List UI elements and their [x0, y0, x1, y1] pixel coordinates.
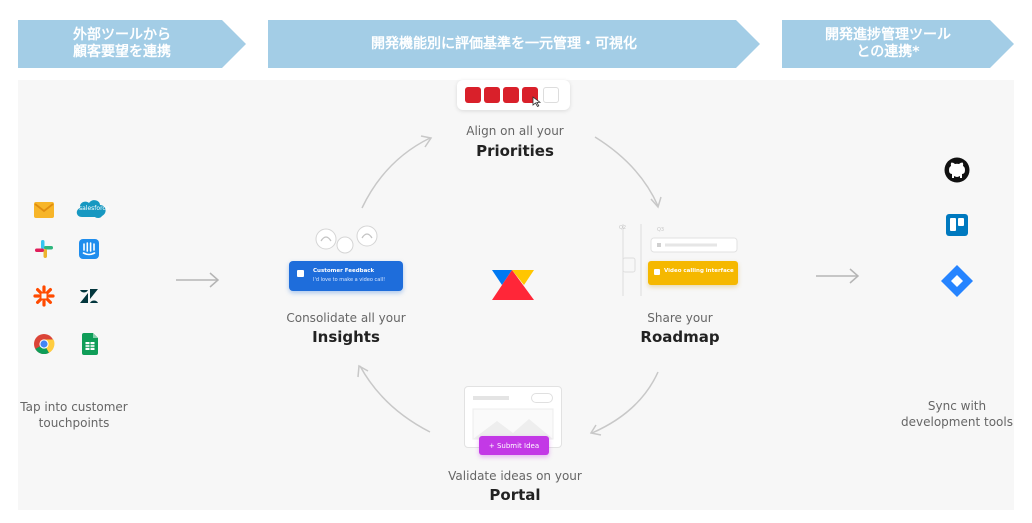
intercom-icon	[78, 238, 100, 260]
insights-title: Insights	[312, 328, 380, 346]
banner-mid-text: 開発機能別に評価基準を一元管理・可視化	[371, 35, 637, 52]
github-icon	[944, 157, 970, 183]
banner-central-management: 開発機能別に評価基準を一元管理・可視化	[268, 20, 760, 68]
arrow-priorities-to-roadmap	[594, 136, 659, 207]
roadmap-feature-card: Video calling interface	[648, 261, 738, 285]
priority-star-1	[465, 87, 481, 103]
banner-dev-tools: 開発進捗管理ツール との連携*	[782, 20, 1014, 68]
priorities-caption: Align on all your	[466, 124, 564, 138]
portal-image-placeholder-icon	[472, 408, 554, 440]
salesforce-icon: salesforce	[74, 197, 110, 221]
priority-star-2	[484, 87, 500, 103]
priority-star-5	[543, 87, 559, 103]
roadmap-caption: Share your	[647, 311, 713, 325]
sync-caption: Sync with development tools	[895, 398, 1019, 430]
priority-rating-widget	[457, 80, 570, 110]
sources-caption-line1: Tap into customer	[20, 400, 128, 414]
feedback-card-title: Customer Feedback	[313, 268, 375, 274]
cursor-icon	[532, 96, 542, 108]
customer-feedback-card: Customer Feedback I'd love to make a vid…	[289, 261, 403, 291]
arrow-insights-to-priorities	[361, 137, 431, 209]
sources-caption: Tap into customer touchpoints	[14, 399, 134, 431]
portal-caption: Validate ideas on your	[448, 469, 582, 483]
zapier-icon	[33, 285, 55, 307]
sync-caption-line1: Sync with	[927, 399, 987, 413]
priority-star-3	[503, 87, 519, 103]
svg-text:Q2: Q2	[619, 225, 626, 231]
insight-bubbles-icon	[315, 225, 378, 254]
google-sheets-icon	[79, 333, 101, 355]
arrow-to-dev-tools	[816, 268, 860, 284]
banner-right-line1: 開発進捗管理ツール	[825, 27, 951, 43]
banner-left-line2: 顧客要望を連携	[73, 44, 171, 60]
banner-right-line2: との連携*	[856, 44, 920, 60]
arrow-portal-to-insights	[359, 365, 431, 433]
roadmap-title: Roadmap	[640, 328, 720, 346]
banner-left-line1: 外部ツールから	[73, 27, 171, 43]
svg-text:Q3: Q3	[657, 227, 664, 233]
roadmap-board-graphic: Q2 Q3	[619, 224, 738, 296]
submit-idea-button[interactable]: + Submit Idea	[479, 436, 549, 455]
portal-title: Portal	[489, 486, 541, 504]
roadmap-card-label: Video calling interface	[664, 268, 734, 274]
chrome-icon	[33, 333, 55, 355]
jira-icon	[941, 265, 973, 297]
slack-icon	[33, 238, 55, 260]
priorities-title: Priorities	[476, 142, 554, 160]
roadmap-card-icon	[654, 269, 660, 275]
feedback-card-subtitle: I'd love to make a video call!	[313, 277, 386, 283]
feedback-doc-icon	[297, 270, 304, 277]
arrow-roadmap-to-portal	[591, 371, 659, 434]
salesforce-text: salesforce	[79, 205, 110, 212]
banner-external-tools: 外部ツールから 顧客要望を連携	[18, 20, 246, 68]
productboard-logo-icon	[492, 270, 534, 300]
sync-caption-line2: development tools	[901, 415, 1013, 429]
insights-caption: Consolidate all your	[286, 311, 406, 325]
trello-icon	[946, 214, 968, 236]
mail-icon	[33, 199, 55, 221]
arrow-to-insights	[176, 272, 220, 288]
sources-caption-line2: touchpoints	[38, 416, 110, 430]
zendesk-icon	[78, 285, 100, 307]
